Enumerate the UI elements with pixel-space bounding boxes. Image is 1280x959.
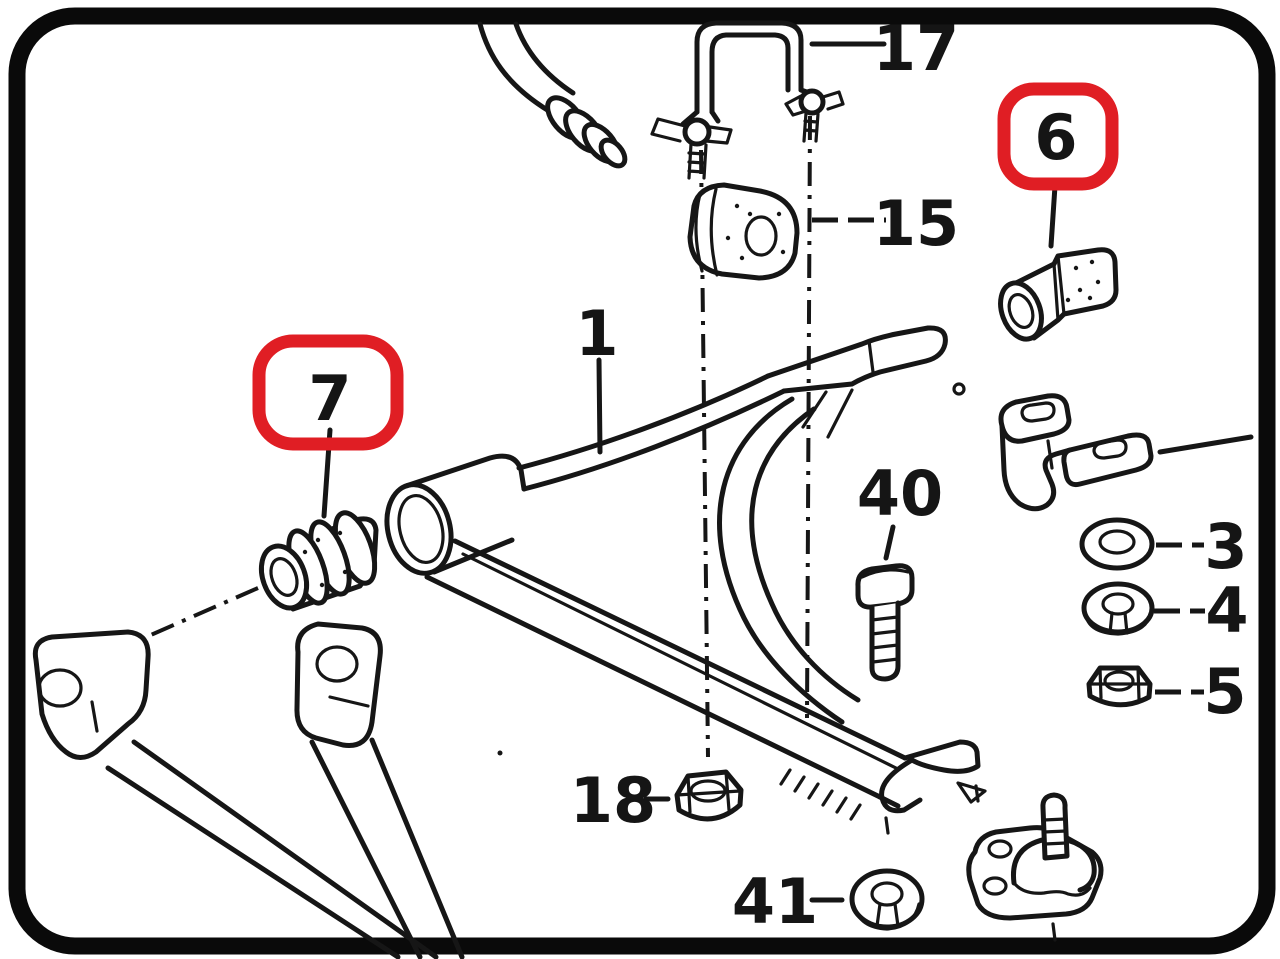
callout-label-3: 3	[1204, 510, 1247, 583]
leader-line-6	[1048, 183, 1058, 249]
stabilizer-clamp-part-17	[650, 20, 845, 180]
spring-washer-part-41	[809, 868, 925, 931]
callout-label-18: 18	[570, 764, 656, 837]
callout-label-4: 4	[1205, 574, 1248, 647]
callout-label-40: 40	[857, 457, 943, 530]
stabilizer-bushing-part-15	[687, 182, 800, 281]
nut-part-18	[643, 769, 744, 822]
bolt-part-40	[855, 524, 915, 682]
callout-label-41: 41	[732, 865, 818, 938]
speck	[497, 750, 503, 756]
spring-washer-part-4	[1081, 581, 1205, 636]
callout-label-15: 15	[873, 187, 959, 260]
flexible-hose	[477, 21, 628, 169]
registration-dot	[952, 382, 966, 396]
highlight-circle-7	[252, 334, 404, 451]
leader-line-40	[883, 524, 896, 561]
link-arm	[294, 621, 465, 959]
leader-line-1	[596, 357, 603, 455]
stabilizer-bracket	[998, 393, 1254, 512]
flat-washer-part-3	[1079, 517, 1204, 571]
bracket-leader-line	[1157, 434, 1254, 455]
callout-label-6: 6	[1034, 101, 1077, 174]
bushing-part-6	[998, 183, 1119, 342]
ball-joint	[966, 792, 1104, 942]
callout-label-5: 5	[1203, 655, 1246, 728]
highlight-circle-6	[997, 82, 1119, 191]
control-arm-part-1	[384, 325, 987, 835]
callout-label-1: 1	[575, 297, 618, 370]
callout-label-7: 7	[308, 362, 351, 435]
bushing-part-7	[258, 427, 379, 612]
radius-rod	[32, 629, 439, 959]
callout-label-17: 17	[873, 12, 959, 85]
nut-part-5	[1086, 665, 1204, 708]
